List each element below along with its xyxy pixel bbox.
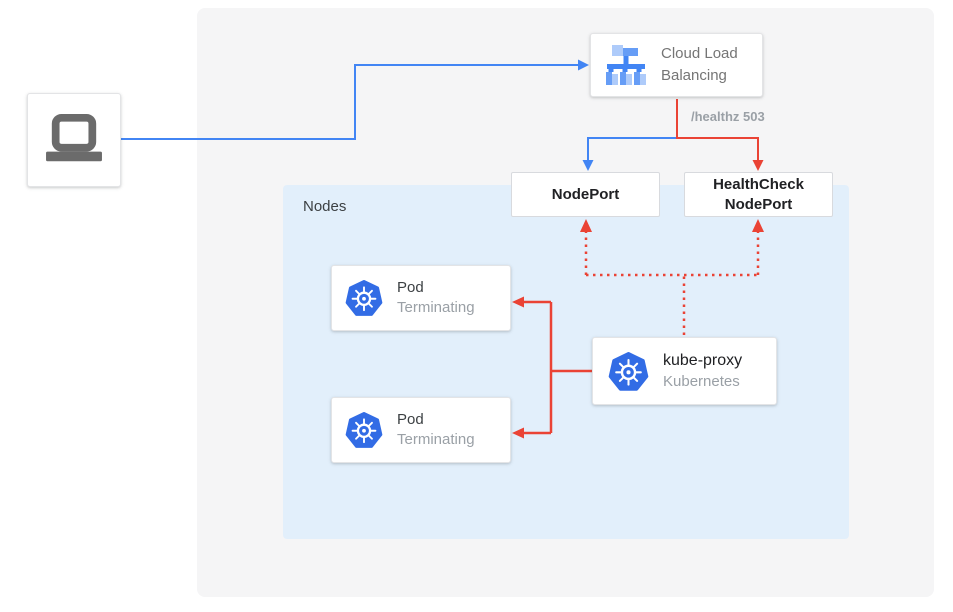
pod-label: Pod xyxy=(397,410,424,428)
nodeport-node: NodePort xyxy=(511,172,660,217)
kube-proxy-node: kube-proxy Kubernetes xyxy=(592,337,777,405)
laptop-icon xyxy=(46,113,102,162)
healthz-status-label: /healthz 503 xyxy=(691,109,765,124)
healthcheck-nodeport-node: HealthCheck NodePort xyxy=(684,172,833,217)
pod-node-2: Pod Terminating xyxy=(331,397,511,463)
pod-status: Terminating xyxy=(397,431,475,448)
nodes-label: Nodes xyxy=(303,198,347,215)
client-node xyxy=(27,93,121,187)
pod-label: Pod xyxy=(397,278,424,296)
kube-proxy-label: kube-proxy xyxy=(663,352,743,370)
pod-node-1: Pod Terminating xyxy=(331,265,511,331)
kube-proxy-sublabel: Kubernetes xyxy=(663,372,740,390)
cloud-load-balancing-label: Cloud Load Balancing xyxy=(661,45,738,84)
pod-status: Terminating xyxy=(397,299,475,316)
cloud-load-balancing-node: Cloud Load Balancing xyxy=(590,33,763,97)
kubernetes-icon xyxy=(345,411,383,448)
kubernetes-icon xyxy=(608,351,649,391)
kubernetes-icon xyxy=(345,279,383,316)
cloud-load-balancing-icon xyxy=(606,45,646,85)
